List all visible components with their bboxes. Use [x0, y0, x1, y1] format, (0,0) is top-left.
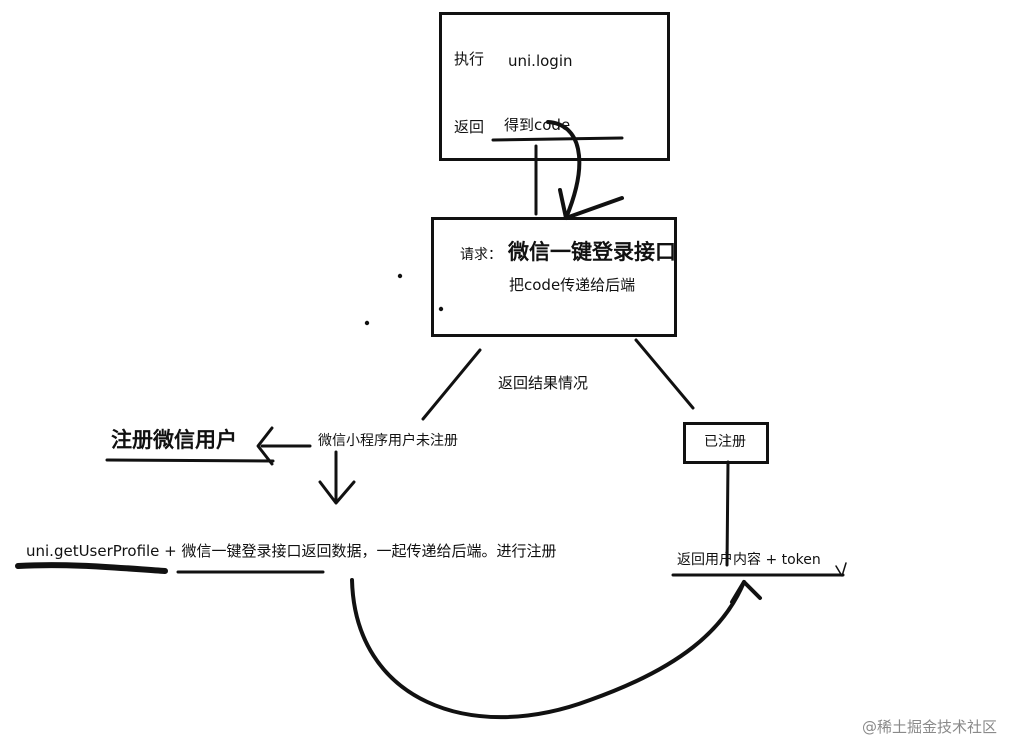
- login-to-request-arrow-head: [558, 188, 624, 220]
- registered-box: [683, 422, 769, 464]
- register-step: uni.getUserProfile + 微信一键登录接口返回数据，一起传递给后…: [26, 542, 557, 560]
- loop-arrow: [350, 578, 746, 720]
- to-register-arrow-head: [256, 426, 274, 466]
- branch-label: 返回结果情况: [498, 374, 589, 392]
- watermark: @稀土掘金技术社区: [862, 718, 998, 736]
- request-label: 请求：: [460, 247, 502, 263]
- to-register-step-arrow-head: [318, 480, 356, 505]
- unregistered-condition: 微信小程序用户未注册: [318, 433, 458, 449]
- request-title: 微信一键登录接口: [508, 240, 676, 264]
- exec-label: 执行: [454, 50, 485, 68]
- branch-right-line: [634, 338, 695, 410]
- return-label: 返回: [454, 118, 485, 136]
- result-scribble: [835, 562, 847, 577]
- request-desc: 把code传递给后端: [509, 276, 636, 294]
- register-step-underline-thick: [15, 562, 168, 574]
- registered-label: 已注册: [704, 434, 746, 450]
- login-to-request-arrow: [546, 120, 582, 220]
- login-box: [439, 12, 670, 161]
- register-underline: [105, 458, 275, 463]
- registered-result: 返回用户内容 + token: [677, 552, 821, 568]
- stray-dot: [438, 306, 444, 312]
- exec-value: uni.login: [508, 52, 573, 70]
- code-underline: [491, 136, 624, 142]
- loop-arrow-head: [730, 580, 762, 604]
- request-box: [431, 217, 677, 337]
- branch-left-line: [421, 348, 482, 421]
- registered-down-line: [725, 460, 730, 567]
- stray-dot: [364, 320, 370, 326]
- register-title: 注册微信用户: [111, 428, 237, 452]
- stray-dot: [397, 273, 403, 279]
- return-value: 得到code: [504, 116, 571, 134]
